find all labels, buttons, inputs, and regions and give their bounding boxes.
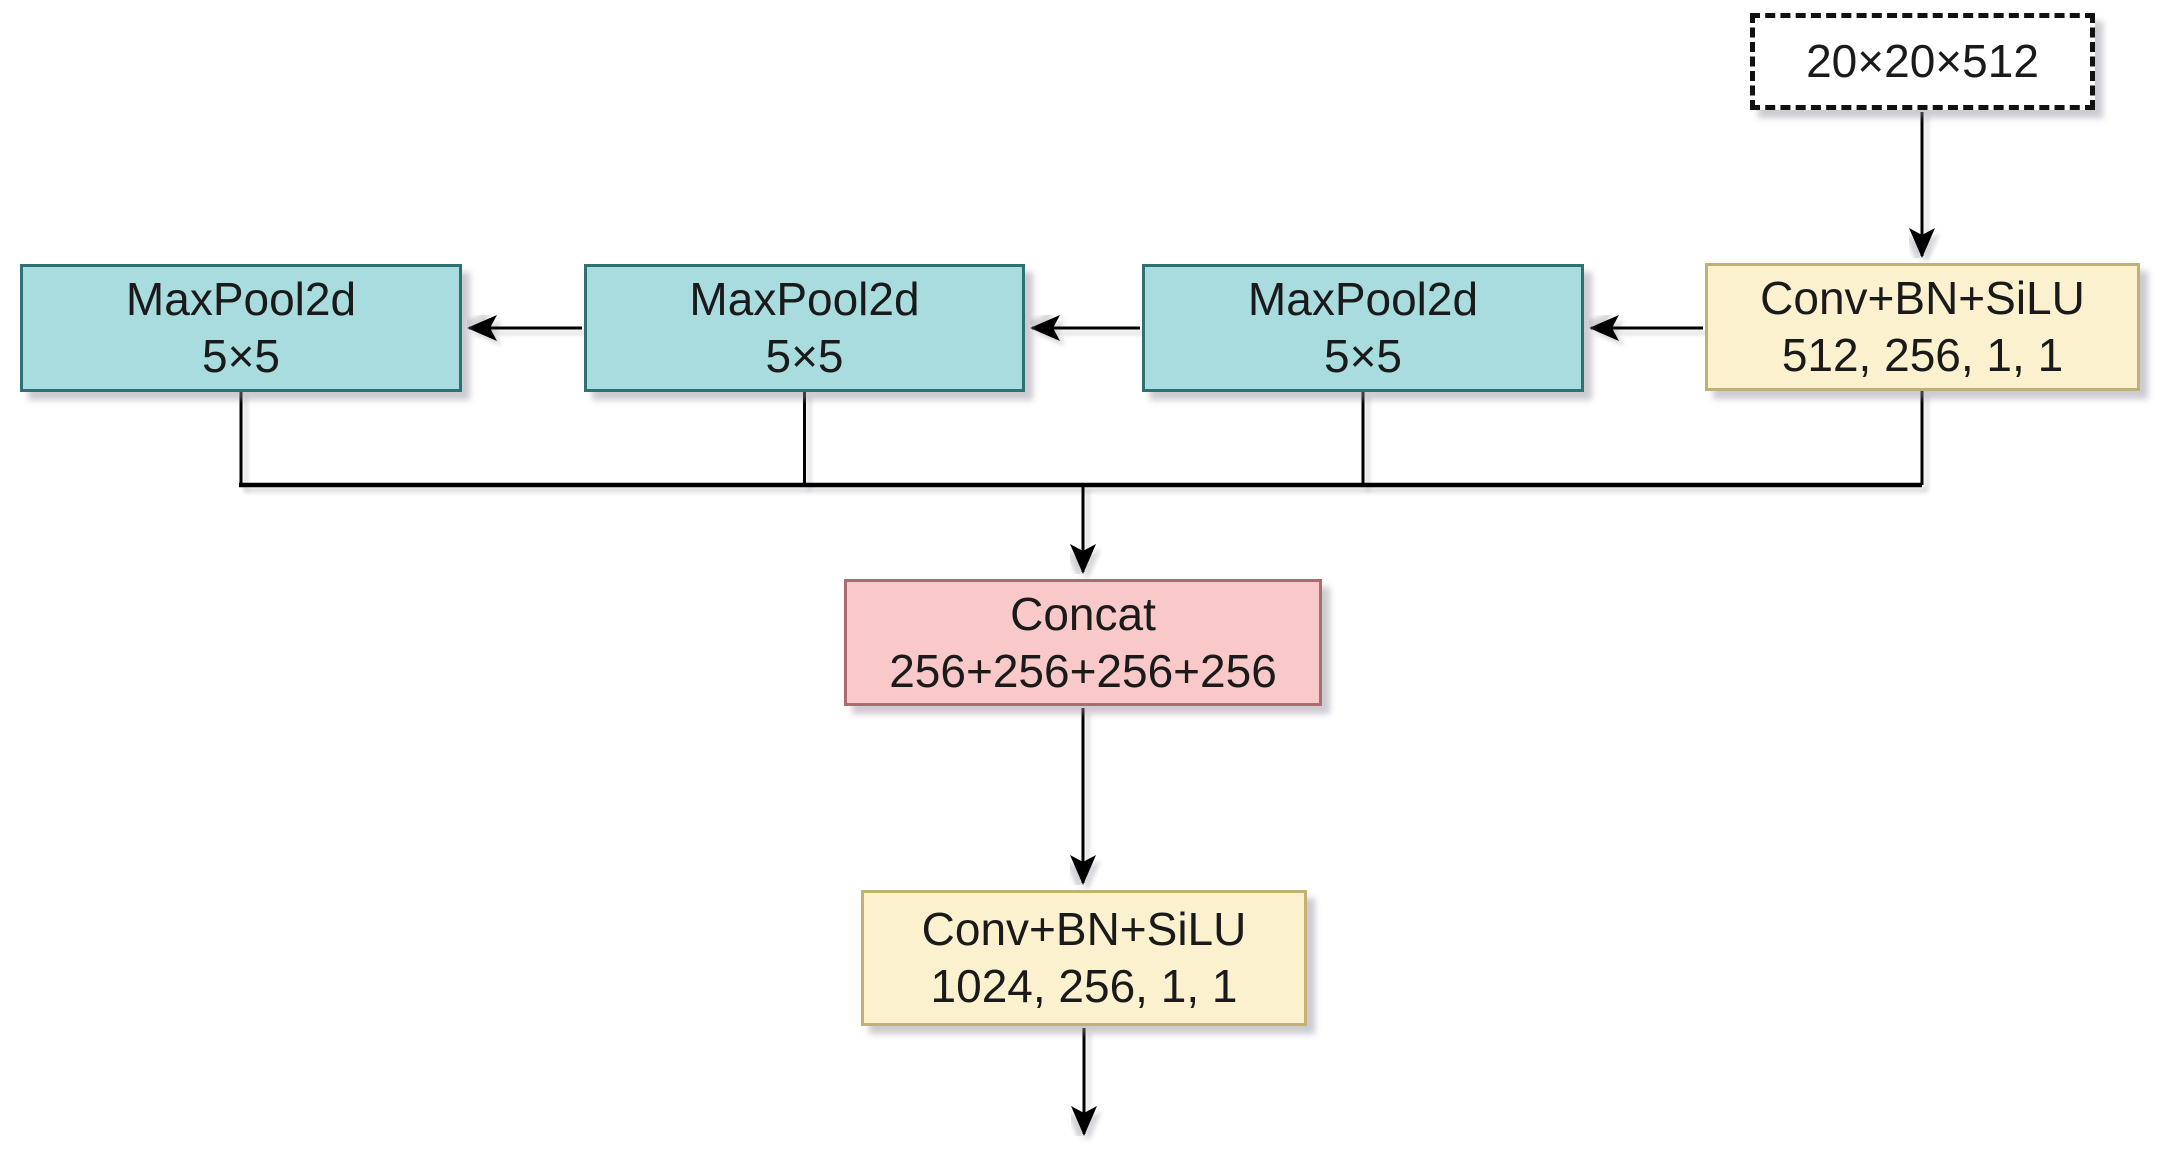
maxpool-middle-box: MaxPool2d 5×5	[584, 264, 1025, 392]
conv-top-title: Conv+BN+SiLU	[1760, 272, 2085, 324]
input-tensor-box: 20×20×512	[1750, 13, 2095, 110]
maxpool-middle-title: MaxPool2d	[689, 273, 920, 325]
maxpool-left-box: MaxPool2d 5×5	[20, 264, 462, 392]
maxpool-middle-kernel: 5×5	[765, 330, 844, 382]
maxpool-right-title: MaxPool2d	[1247, 273, 1479, 325]
conv-bn-silu-top-box: Conv+BN+SiLU 512, 256, 1, 1	[1705, 263, 2140, 391]
conv-bottom-title: Conv+BN+SiLU	[921, 903, 1247, 955]
conv-bottom-params: 1024, 256, 1, 1	[930, 960, 1238, 1012]
concat-channels: 256+256+256+256	[889, 644, 1277, 697]
maxpool-right-box: MaxPool2d 5×5	[1142, 264, 1584, 392]
conv-top-params: 512, 256, 1, 1	[1781, 329, 2064, 381]
conv-bn-silu-bottom-box: Conv+BN+SiLU 1024, 256, 1, 1	[861, 890, 1307, 1026]
concat-title: Concat	[1010, 587, 1156, 640]
concat-box: Concat 256+256+256+256	[844, 579, 1322, 706]
maxpool-left-kernel: 5×5	[201, 330, 281, 382]
input-tensor-label: 20×20×512	[1806, 35, 2039, 87]
maxpool-left-title: MaxPool2d	[125, 273, 357, 325]
maxpool-right-kernel: 5×5	[1323, 330, 1403, 382]
